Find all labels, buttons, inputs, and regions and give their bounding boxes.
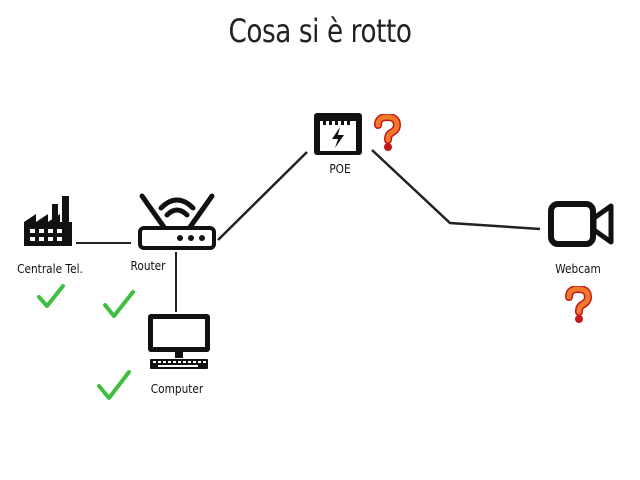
node-label-webcam: Webcam [555, 262, 601, 276]
check-icon [37, 284, 65, 308]
node-label-centrale: Centrale Tel. [17, 262, 83, 276]
poe-icon [314, 113, 362, 155]
check-icon [103, 290, 135, 318]
question-mark-icon [565, 286, 593, 323]
check-icon [97, 370, 131, 400]
computer-icon [148, 314, 210, 369]
video-camera-icon [548, 201, 614, 247]
node-label-router: Router [130, 259, 166, 273]
node-label-computer: Computer [150, 382, 204, 396]
link-poe-webcam [371, 149, 541, 231]
router-icon [138, 193, 216, 250]
question-mark-icon [374, 114, 402, 151]
diagram-title: Cosa si è rotto [228, 12, 412, 50]
link-router-poe [217, 151, 308, 241]
factory-icon [24, 196, 72, 246]
node-label-poe: POE [329, 162, 351, 176]
